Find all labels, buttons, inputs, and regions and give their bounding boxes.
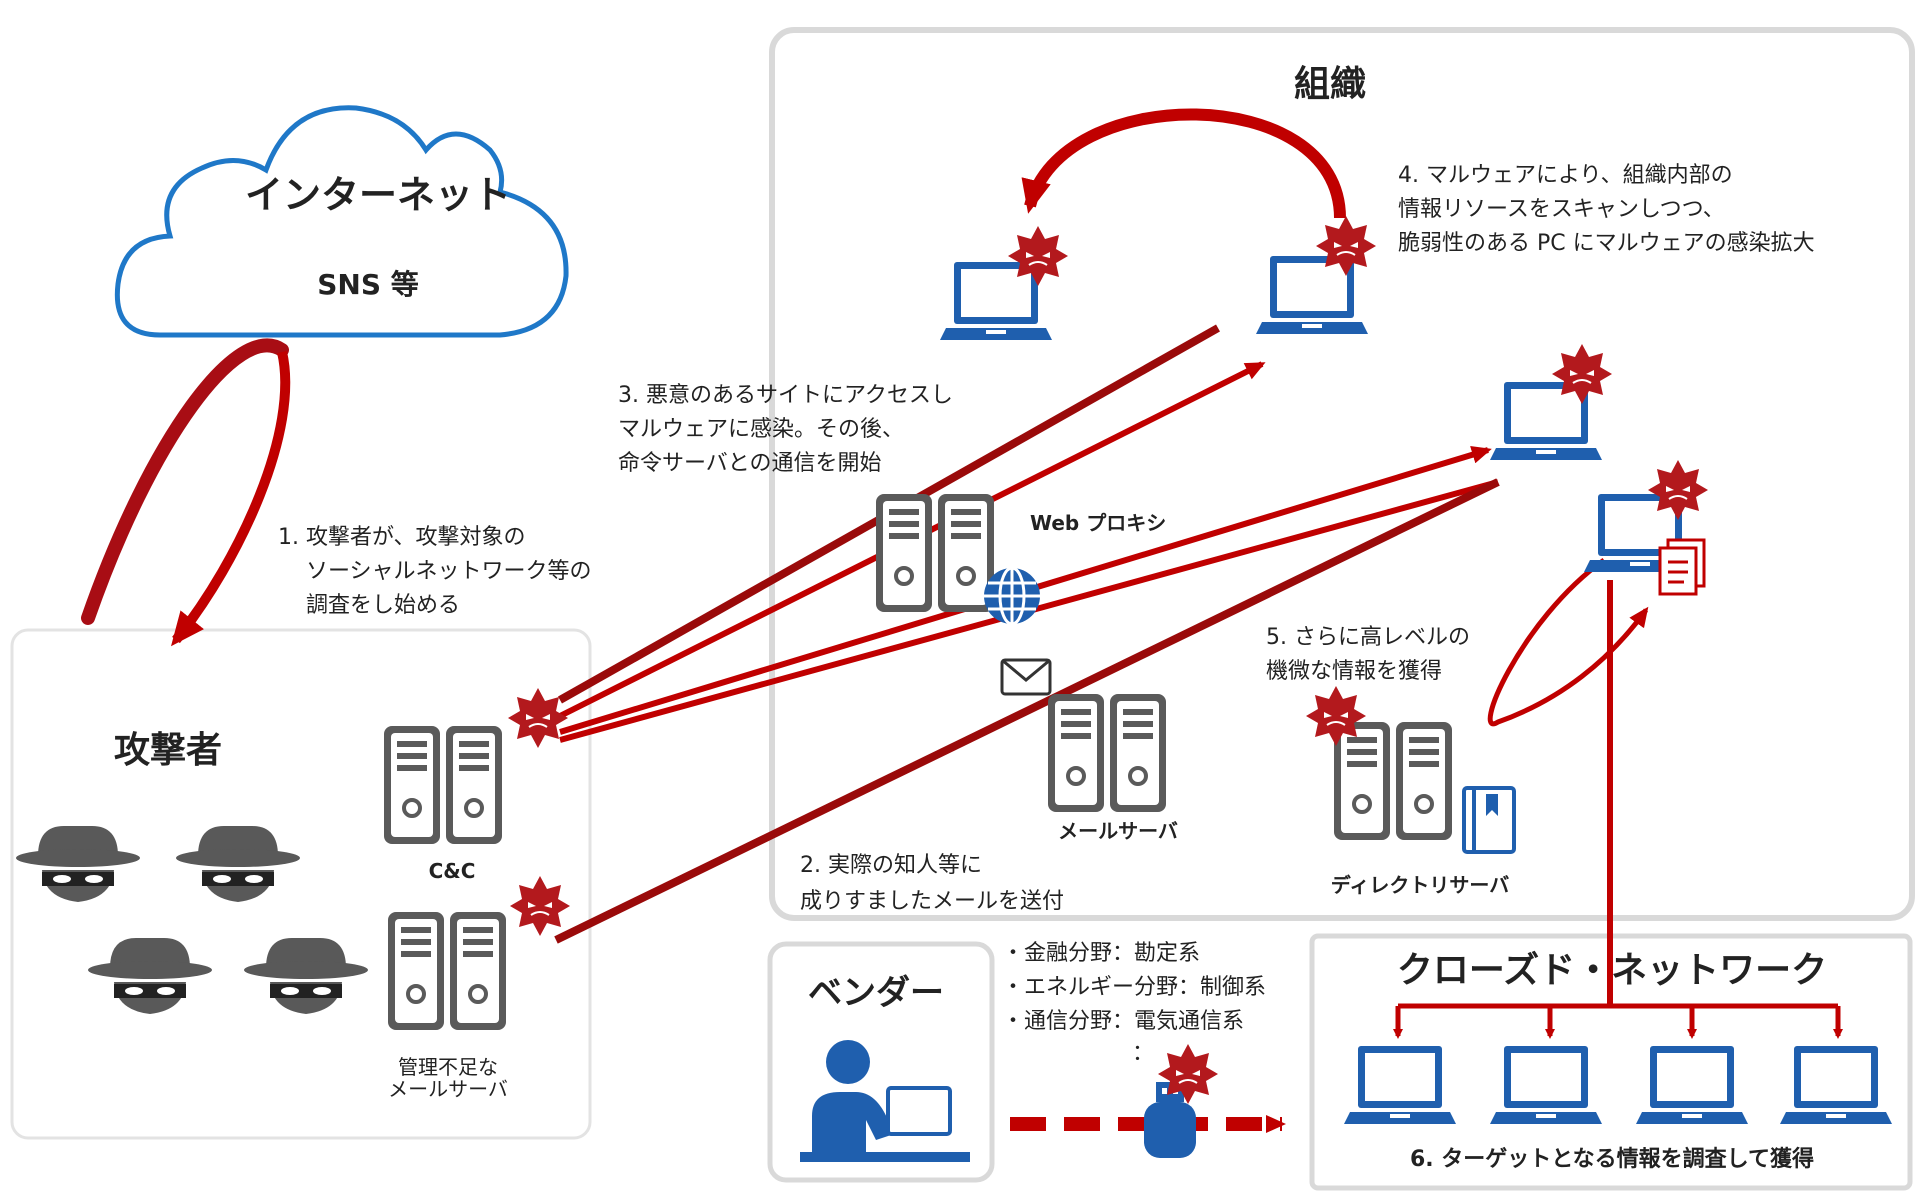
virus-icon [1157,1043,1219,1105]
org-mail-server-label: メールサーバ [1058,819,1178,843]
cloud-icon [114,105,569,338]
laptop-icon [1256,256,1368,334]
organization-title: 組織 [1294,64,1366,105]
arrow-step1-down [171,350,291,647]
globe-icon [984,566,1040,626]
virus-icon [509,875,571,937]
laptop-icon [1780,1046,1892,1124]
web-proxy-label: Web プロキシ [1030,511,1166,535]
step3-line1: 3. 悪意のあるサイトにアクセスし [618,383,953,408]
vendor-field-ellipsis: ： [1132,1041,1154,1066]
virus-icon [507,687,569,749]
step2-line1: 2. 実際の知人等に [800,853,982,878]
virus-icon [1305,685,1367,747]
vendor-field-2: ・エネルギー分野：制御系 [1002,975,1266,1000]
internet-subtitle: SNS 等 [317,268,419,301]
step6-label: 6. ターゲットとなる情報を調査して獲得 [1410,1146,1814,1172]
laptop-icon [1344,1046,1456,1124]
step5-line1: 5. さらに高レベルの [1266,625,1470,650]
step5-line2: 機微な情報を獲得 [1266,659,1442,684]
book-icon [1462,786,1516,854]
step4-line2: 情報リソースをスキャンしつつ、 [1398,197,1725,222]
virus-icon [1315,215,1377,277]
arrow-step1-up [81,338,289,625]
cnc-label: C&C [429,859,476,883]
vendor-field-1: ・金融分野：勘定系 [1002,941,1200,966]
arrow-infection-spread [1021,108,1346,219]
attacker-title: 攻撃者 [114,730,222,771]
laptop-icon [1490,1046,1602,1124]
internet-title: インターネット [245,173,511,217]
virus-icon [1007,225,1069,287]
virus-icon [1647,459,1709,521]
laptop-icon [1636,1046,1748,1124]
document-icon [1658,538,1706,596]
step3-line2: マルウェアに感染。その後、 [618,417,904,442]
step1-line1: 1. 攻撃者が、攻撃対象の [278,525,526,550]
arrow-mail-to-org [554,478,1500,944]
step1-line2: ソーシャルネットワーク等の [306,559,592,584]
closed-network-title: クローズド・ネットワーク [1397,949,1827,991]
virus-icon [1551,343,1613,405]
user-at-desk-icon [800,1040,970,1162]
arrow-sensitive-info [1487,557,1649,727]
mail-server-label-line1: 管理不足な [398,1055,498,1079]
step1-line3: 調査をし始める [306,593,460,618]
mail-server-label-line2: メールサーバ [388,1077,508,1101]
step3-line3: 命令サーバとの通信を開始 [618,451,882,476]
step2-line2: 成りすましたメールを送付 [800,889,1064,914]
vendor-field-3: ・通信分野：電気通信系 [1002,1009,1244,1034]
vendor-title: ベンダー [808,973,944,1013]
envelope-icon [1000,658,1052,696]
step4-line3: 脆弱性のある PC にマルウェアの感染拡大 [1398,231,1815,256]
directory-server-label: ディレクトリサーバ [1331,873,1509,897]
step4-line1: 4. マルウェアにより、組織内部の [1398,163,1733,188]
